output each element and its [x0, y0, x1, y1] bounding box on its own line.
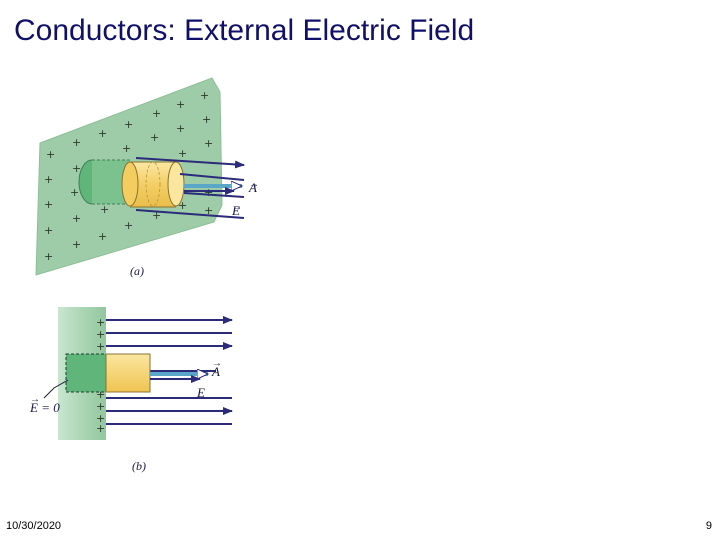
gaussian-cylinder-outer-body: [130, 162, 176, 207]
svg-text:+: +: [96, 316, 105, 329]
svg-text:+: +: [96, 388, 105, 401]
svg-text:→: →: [232, 202, 242, 213]
svg-text:+: +: [98, 127, 107, 140]
svg-text:+: +: [44, 198, 53, 211]
svg-text:+: +: [44, 224, 53, 237]
svg-text:+: +: [44, 173, 53, 186]
svg-text:+: +: [176, 122, 185, 135]
svg-text:+: +: [202, 113, 211, 126]
svg-text:+: +: [72, 162, 81, 175]
inside-field-leader: [43, 379, 69, 399]
svg-text:+: +: [96, 422, 105, 435]
field-line-a-3: [183, 192, 245, 198]
svg-text:+: +: [72, 238, 81, 251]
svg-text:+: +: [72, 136, 81, 149]
svg-text:+: +: [176, 98, 185, 111]
gaussian-box-outer: [105, 353, 151, 393]
area-label-b: A: [211, 364, 220, 379]
svg-text:+: +: [72, 212, 81, 225]
svg-text:+: +: [200, 89, 209, 102]
slide-page-number: 9: [705, 520, 712, 532]
svg-text:+: +: [204, 204, 213, 217]
svg-text:+: +: [122, 142, 131, 155]
field-label-a: E: [231, 203, 240, 218]
svg-text:+: +: [70, 186, 79, 199]
gaussian-cylinder-outer-cap: [167, 161, 185, 207]
svg-text:+: +: [46, 148, 55, 161]
field-line-a-2: [179, 173, 245, 181]
svg-text:+: +: [100, 203, 109, 216]
field-line-a-1: [135, 157, 245, 169]
gaussian-box-inner: [65, 353, 107, 393]
svg-text:+: +: [96, 328, 105, 341]
svg-text:+: +: [204, 186, 213, 199]
figure-a: +++ +++ + +++ +++ +++ +++ +++ +++ +++ ++: [35, 77, 259, 278]
svg-text:+: +: [44, 250, 53, 263]
caption-a: (a): [130, 264, 144, 278]
svg-text:→: →: [212, 358, 222, 369]
slide-date: 10/30/2020: [6, 520, 62, 532]
field-label-b: E: [196, 385, 205, 400]
svg-text:+: +: [96, 412, 105, 425]
svg-text:+: +: [96, 340, 105, 353]
svg-text:→: →: [249, 179, 259, 190]
caption-b: (b): [132, 459, 146, 473]
area-label-a: A: [248, 180, 257, 195]
inside-field-label: E = 0: [29, 400, 60, 415]
field-line-a-4: [135, 209, 245, 219]
slide-title: Conductors: External Electric Field: [14, 14, 475, 47]
svg-text:+: +: [152, 209, 161, 222]
figure-b: +++ +++ +++ + A → E E = 0 → (b): [29, 307, 233, 473]
gaussian-cylinder-inner-body: [92, 160, 130, 204]
svg-text:→: →: [30, 394, 40, 405]
svg-text:+: +: [96, 400, 105, 413]
svg-text:+: +: [98, 230, 107, 243]
svg-text:+: +: [152, 107, 161, 120]
svg-text:+: +: [124, 219, 133, 232]
svg-text:+: +: [150, 131, 159, 144]
svg-text:+: +: [178, 147, 187, 160]
svg-text:+: +: [204, 137, 213, 150]
svg-text:+: +: [178, 199, 187, 212]
svg-text:+: +: [124, 118, 133, 131]
